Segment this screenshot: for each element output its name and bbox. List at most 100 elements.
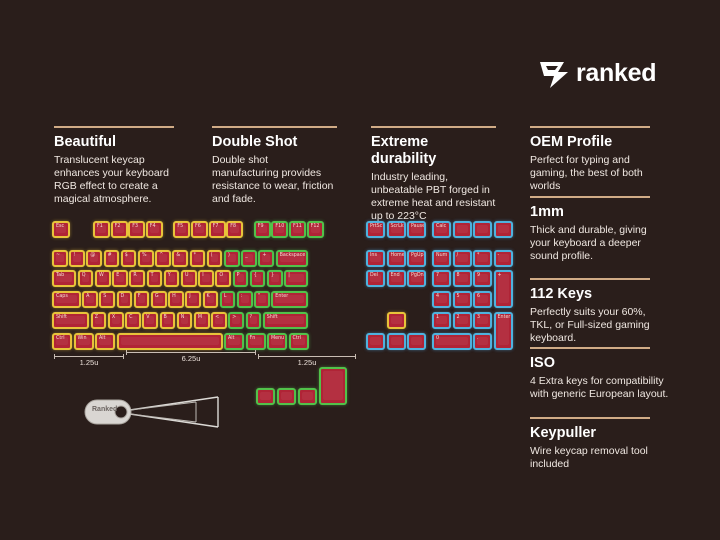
- keycap-main: +: [258, 250, 275, 267]
- keycap-main: U: [181, 270, 197, 287]
- feature-text: 4 Extra keys for compatibility with gene…: [530, 375, 669, 400]
- feature-beautiful: Beautiful Translucent keycap enhances yo…: [54, 126, 174, 206]
- keycap-f5: F5: [173, 221, 191, 238]
- keycap-nav-top: PrtSc: [366, 221, 385, 238]
- keycap-main: ?: [245, 312, 262, 329]
- keycap-main: >: [228, 312, 244, 329]
- keycap-main: I: [198, 270, 214, 287]
- keycap-f3: F3: [128, 221, 146, 238]
- ranked-logo-icon: [540, 62, 568, 88]
- keycap-main: P: [232, 270, 249, 287]
- keycap-numpad: 2: [452, 312, 472, 329]
- keycap-arrow: [366, 333, 385, 350]
- keycap-bottom: Win: [73, 333, 94, 350]
- keycap-main: ~: [52, 250, 68, 267]
- keycap-numpad: Num: [432, 250, 451, 267]
- keycap-main: Shift: [52, 312, 90, 329]
- keycap-numpad: +: [493, 270, 513, 308]
- keycap-nav: Del: [366, 270, 385, 287]
- keycap-main: E: [112, 270, 128, 287]
- keycap-arrow: [386, 333, 406, 350]
- keycap-main: N: [176, 312, 193, 329]
- keycap-main: B: [159, 312, 176, 329]
- feature-extreme-durability: Extreme durability Industry leading, unb…: [371, 126, 496, 223]
- keycap-main: Y: [163, 270, 180, 287]
- keycap-main: D: [116, 291, 133, 308]
- keycap-arrow: [407, 333, 426, 350]
- keycap-main: X: [107, 312, 124, 329]
- keycap-extra: [452, 221, 472, 238]
- keycap-numpad: 5: [452, 291, 472, 308]
- feature-text: Wire keycap removal tool included: [530, 445, 648, 470]
- keycap-main: Q: [77, 270, 94, 287]
- keycap-f12: F12: [306, 221, 324, 238]
- feature-title: Double Shot: [212, 134, 298, 150]
- keypuller-tool-icon: [84, 396, 219, 428]
- feature-iso: ISO 4 Extra keys for compatibility with …: [530, 347, 670, 401]
- feature-double-shot: Double Shot Double shot manufacturing pr…: [212, 126, 337, 206]
- keycap-main: &: [172, 250, 189, 267]
- feature-text: Thick and durable, giving your keyboard …: [530, 224, 647, 262]
- keycap-numpad: 0: [432, 333, 472, 350]
- keycap-nav: PgUp: [407, 250, 426, 267]
- keycap-main: H: [168, 291, 184, 308]
- keycap-numpad: 9: [473, 270, 492, 287]
- feature-title: 1mm: [530, 204, 564, 220]
- keycap-main: :: [236, 291, 253, 308]
- keycap-main: V: [142, 312, 158, 329]
- feature-text: Perfectly suits your 60%, TKL, or Full-s…: [530, 306, 650, 344]
- keycap-numpad: .: [473, 333, 492, 350]
- keycap-main: J: [185, 291, 201, 308]
- dimension-label-left-mod: 1.25u: [79, 358, 99, 367]
- keycap-arrow: [386, 312, 406, 329]
- keycap-main: |: [284, 270, 309, 287]
- keycap-main: L: [219, 291, 236, 308]
- keycap-numpad: 8: [452, 270, 472, 287]
- keycap-extra: [473, 221, 492, 238]
- keycap-nav: End: [386, 270, 406, 287]
- keycap-f9: F9: [253, 221, 271, 238]
- keycap-numpad: 6: [473, 291, 492, 308]
- keycap-bottom: Ctrl: [52, 333, 72, 350]
- feature-title: Beautiful: [54, 134, 117, 150]
- brand-name: ranked: [576, 58, 657, 87]
- keycap-main: }: [267, 270, 283, 287]
- keycap-main: *: [189, 250, 206, 267]
- feature-title: ISO: [530, 355, 555, 371]
- keycap-main: R: [129, 270, 146, 287]
- keycap-bottom: Ctrl: [288, 333, 309, 350]
- keycap-iso: [298, 388, 317, 405]
- keycap-numpad: 3: [473, 312, 492, 329]
- keycap-bottom: Menu: [267, 333, 287, 350]
- keycap-main: A: [82, 291, 98, 308]
- keycap-main: ": [254, 291, 270, 308]
- keycap-main: M: [193, 312, 210, 329]
- feature-keypuller: Keypuller Wire keycap removal tool inclu…: [530, 417, 660, 471]
- keycap-main: #: [103, 250, 120, 267]
- keycap-iso-enter: [319, 367, 347, 405]
- dimension-label-right-mod: 1.25u: [297, 358, 317, 367]
- keycap-f8: F8: [226, 221, 244, 238]
- keycap-extra: Calc: [432, 221, 451, 238]
- keycap-numpad: Enter: [493, 312, 513, 350]
- keycap-spacebar: [116, 333, 223, 350]
- feature-title: Keypuller: [530, 425, 597, 441]
- feature-1mm: 1mm Thick and durable, giving your keybo…: [530, 196, 665, 263]
- keycap-main: !: [69, 250, 85, 267]
- keycap-main: ^: [155, 250, 171, 267]
- keycap-numpad: 1: [432, 312, 451, 329]
- keycap-main: O: [215, 270, 232, 287]
- keycap-main: Tab: [52, 270, 77, 287]
- brand-logo: ranked: [538, 56, 656, 90]
- keycap-main: W: [95, 270, 111, 287]
- keycap-main: T: [146, 270, 163, 287]
- keycap-f1: F1: [93, 221, 110, 238]
- dimension-line-right-mod: [258, 354, 356, 359]
- keycap-main: K: [202, 291, 219, 308]
- dimension-line-space: [126, 350, 256, 355]
- keycap-bottom: Fn: [245, 333, 266, 350]
- keycap-f2: F2: [110, 221, 128, 238]
- keycap-f11: F11: [289, 221, 306, 238]
- keycap-f7: F7: [208, 221, 226, 238]
- keycap-main: C: [125, 312, 141, 329]
